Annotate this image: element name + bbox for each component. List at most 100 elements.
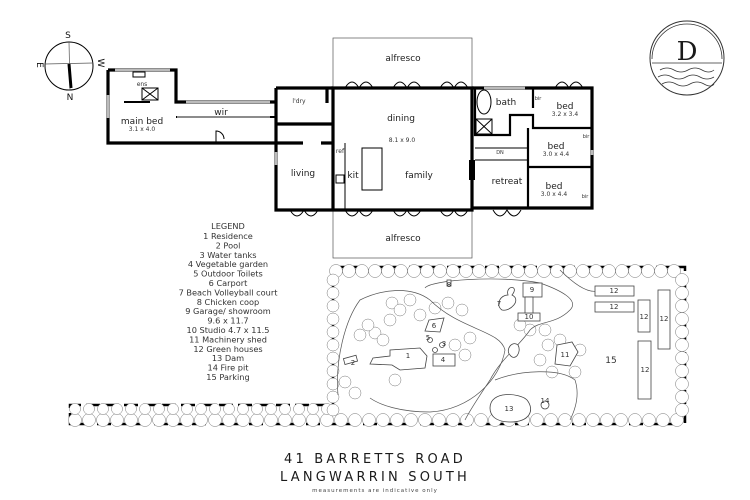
tree-icon <box>544 413 558 427</box>
room-dims-bed-1: 3.2 x 3.4 <box>552 111 579 118</box>
tree-icon <box>166 413 180 427</box>
legend-item: 1 Residence <box>203 231 253 241</box>
room-label-wir: wir <box>214 108 228 118</box>
tree-icon <box>124 413 138 427</box>
legend-item: 4 Vegetable garden <box>188 259 268 269</box>
brand-logo: D <box>649 20 725 96</box>
tree-icon <box>139 403 151 415</box>
site-label-2: 2 <box>351 359 355 367</box>
tree-icon <box>353 328 367 342</box>
tree-icon <box>568 365 582 379</box>
tree-icon <box>355 264 369 278</box>
compass-south: S <box>65 31 71 41</box>
legend-item: 3 Water tanks <box>199 250 256 260</box>
tree-icon <box>326 338 340 352</box>
tree-icon <box>441 296 455 310</box>
legend-item: 7 Beach Volleyball court <box>179 287 279 297</box>
tree-icon <box>326 403 340 417</box>
tree-icon <box>326 390 340 404</box>
tree-icon <box>393 303 407 317</box>
tree-icon <box>498 264 512 278</box>
site-label-3: 3 <box>442 340 446 348</box>
tree-icon <box>558 413 572 427</box>
tree-icon <box>511 264 525 278</box>
site-label-12: 12 <box>610 303 619 311</box>
room-label-ref: ref <box>336 148 345 155</box>
tree-icon <box>376 413 390 427</box>
tree-icon <box>485 264 499 278</box>
room-label-bed-1: bed <box>557 102 574 112</box>
room-label-bed-3: bed <box>546 182 563 192</box>
tree-icon <box>675 299 689 313</box>
tree-icon <box>362 413 376 427</box>
tree-icon <box>125 403 137 415</box>
tree-icon <box>326 312 340 326</box>
legend-item: 10 Studio 4.7 x 11.5 <box>186 325 269 335</box>
tree-icon <box>138 413 152 427</box>
tree-icon <box>533 353 547 367</box>
tree-icon <box>265 403 277 415</box>
tree-icon <box>342 264 356 278</box>
compass-west: W <box>95 59 105 68</box>
room-label-bir-2: bir <box>583 134 591 140</box>
tree-icon <box>448 338 462 352</box>
tree-icon <box>394 264 408 278</box>
tree-icon <box>293 403 305 415</box>
tree-icon <box>628 413 642 427</box>
tree-icon <box>446 264 460 278</box>
tree-icon <box>209 403 221 415</box>
tree-icon <box>675 351 689 365</box>
tree-icon <box>472 264 486 278</box>
tree-icon <box>614 413 628 427</box>
tree-icon <box>675 273 689 287</box>
tree-icon <box>403 293 417 307</box>
tree-icon <box>361 318 375 332</box>
tree-icon <box>153 403 165 415</box>
tree-icon <box>524 264 538 278</box>
tree-icon <box>69 403 81 415</box>
tree-icon <box>458 348 472 362</box>
site-label-9: 9 <box>530 286 534 294</box>
tree-icon <box>180 413 194 427</box>
tree-icon <box>433 264 447 278</box>
tree-icon <box>420 264 434 278</box>
tree-icon <box>68 413 82 427</box>
site-label-12: 12 <box>660 315 669 323</box>
tree-icon <box>474 413 488 427</box>
site-label-15: 15 <box>605 356 616 366</box>
room-label-ens: ens <box>137 81 148 88</box>
tree-icon <box>537 264 551 278</box>
room-label-family: family <box>405 171 433 181</box>
tree-icon <box>96 413 110 427</box>
room-label-retreat: retreat <box>492 177 523 187</box>
tree-icon <box>334 413 348 427</box>
stairs-down-label: DN <box>496 150 504 156</box>
tree-icon <box>675 286 689 300</box>
tree-icon <box>195 403 207 415</box>
site-label-1: 1 <box>406 352 410 360</box>
legend-item: 9 Garage/ showroom <box>185 306 271 316</box>
legend-item: 6 Carport <box>209 278 248 288</box>
room-label-bath: bath <box>496 98 516 108</box>
tree-icon <box>407 264 421 278</box>
legend-item: 2 Pool <box>216 240 241 250</box>
room-label-living: living <box>291 169 315 179</box>
tree-icon <box>463 331 477 345</box>
site-label-5: 5 <box>426 334 430 342</box>
legend-item: 13 Dam <box>212 353 244 363</box>
tree-icon <box>338 375 352 389</box>
tree-icon <box>675 338 689 352</box>
site-plan: 1 2 3 4 5 6 7 8 9 10 11 12 12 12 12 12 1… <box>68 264 689 427</box>
legend-item: 8 Chicken coop <box>197 297 260 307</box>
tree-icon <box>459 264 473 278</box>
room-dims-bed-2: 3.0 x 4.4 <box>543 151 570 158</box>
legend-item: 12 Green houses <box>193 344 262 354</box>
tree-icon <box>675 364 689 378</box>
site-label-14: 14 <box>541 397 550 405</box>
tree-icon <box>602 264 616 278</box>
tree-icon <box>654 264 668 278</box>
room-label-bir-1: bir <box>535 96 543 102</box>
tree-icon <box>348 413 362 427</box>
room-label-bed-2: bed <box>548 142 565 152</box>
